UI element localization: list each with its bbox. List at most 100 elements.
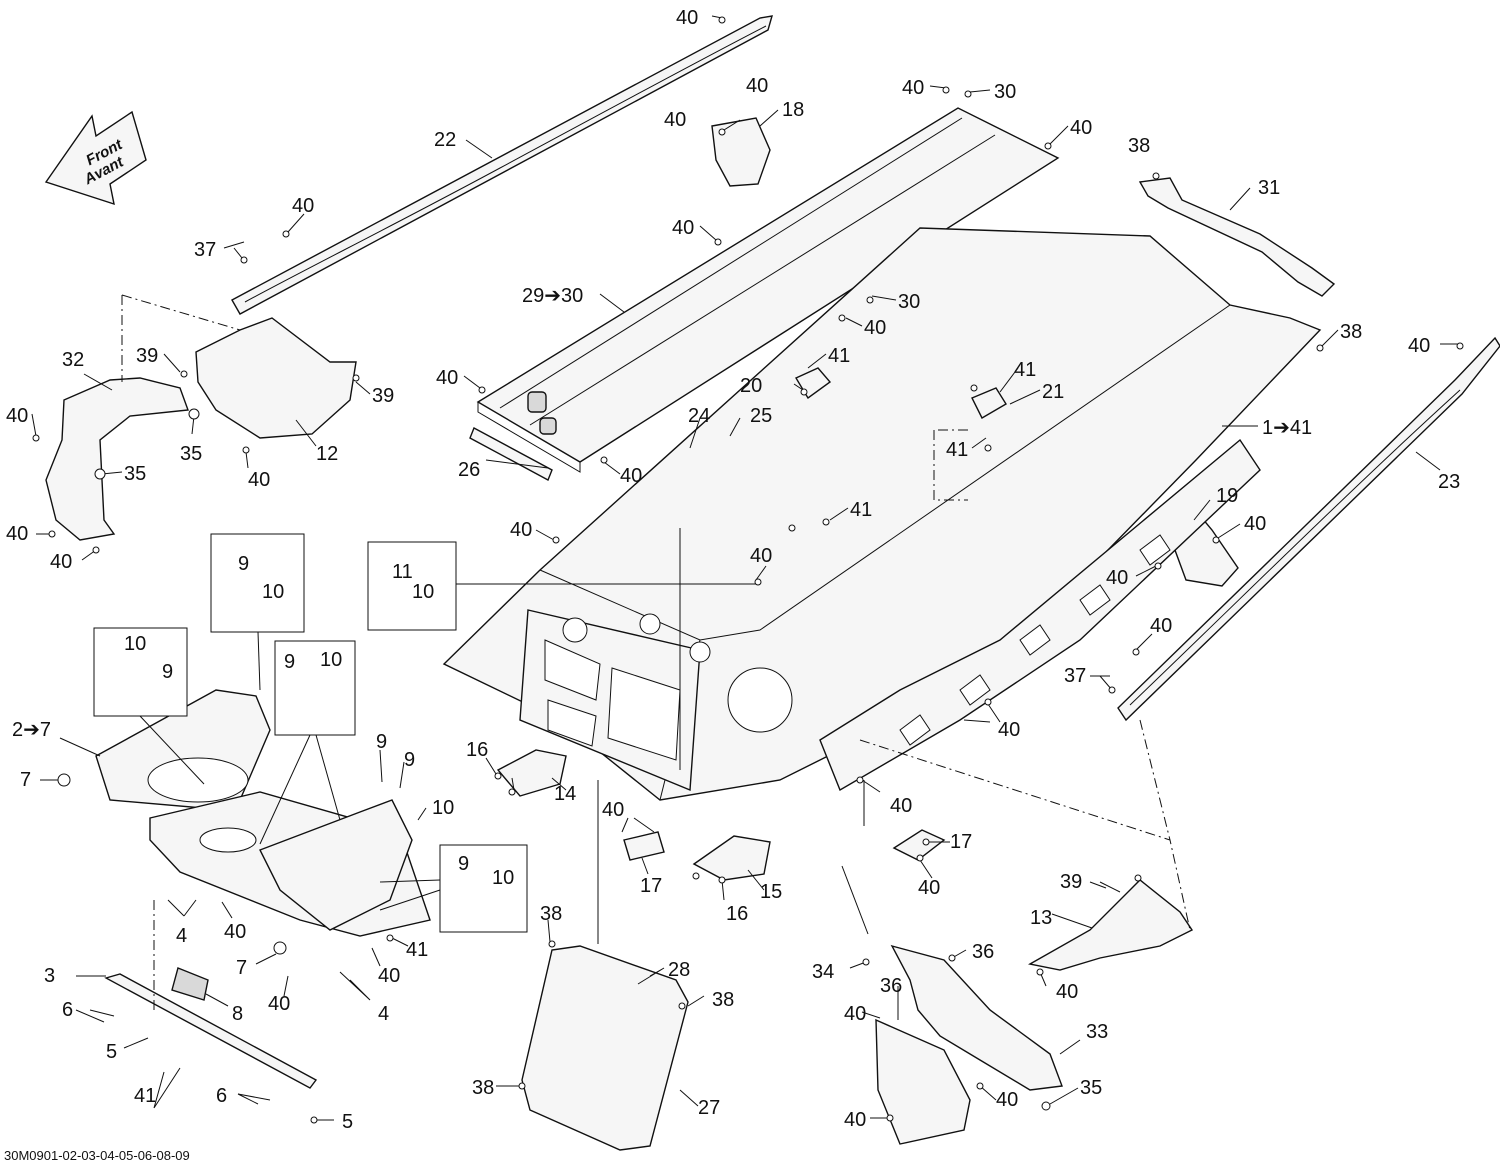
callout-6: 6: [216, 1085, 227, 1107]
callout-18: 18: [782, 99, 804, 121]
callout-8: 8: [232, 1003, 243, 1025]
hinge-21: [971, 387, 1007, 419]
callout-1-41: 1➔41: [1262, 417, 1312, 439]
kit-box-9-10-a: [210, 533, 305, 633]
callout-38: 38: [712, 989, 734, 1011]
tunnel-tray-29: [476, 107, 1060, 473]
bracket-32: [45, 377, 189, 541]
callout-40: 40: [224, 921, 246, 943]
callout-35: 35: [1080, 1077, 1102, 1099]
callout-40: 40: [1408, 335, 1430, 357]
callout-40: 40: [664, 109, 686, 131]
callout-40: 40: [436, 367, 458, 389]
kit-box-9-10-b: [93, 627, 188, 717]
callout-15: 15: [760, 881, 782, 903]
callout-27: 27: [698, 1097, 720, 1119]
kit-box-9-10-c: [274, 640, 356, 736]
callout-17: 17: [950, 831, 972, 853]
plate-15: [692, 835, 771, 881]
heat-exchanger-27: [521, 945, 689, 1151]
callout-40: 40: [902, 77, 924, 99]
callout-40: 40: [1070, 117, 1092, 139]
front-arrow-shape: [44, 110, 147, 206]
running-board-23: [1117, 336, 1500, 722]
callout-40: 40: [918, 877, 940, 899]
plate-14: [496, 749, 567, 797]
callout-29-30: 29➔30: [522, 285, 583, 307]
callout-11: 11: [392, 561, 413, 583]
callout-33: 33: [1086, 1021, 1108, 1043]
callout-40: 40: [248, 469, 270, 491]
callout-41: 41: [828, 345, 850, 367]
callout-40: 40: [998, 719, 1020, 741]
callout-10: 10: [262, 581, 284, 603]
callout-40: 40: [864, 317, 886, 339]
callout-41: 41: [134, 1085, 156, 1107]
callout-9: 9: [238, 553, 249, 575]
callout-40: 40: [890, 795, 912, 817]
callout-40: 40: [1244, 513, 1266, 535]
callout-3: 3: [44, 965, 55, 987]
callout-41: 41: [406, 939, 428, 961]
callout-2-7: 2➔7: [12, 719, 51, 741]
callout-40: 40: [844, 1003, 866, 1025]
callout-9: 9: [458, 853, 469, 875]
callout-14: 14: [554, 783, 576, 805]
callout-38: 38: [1340, 321, 1362, 343]
callout-9: 9: [376, 731, 387, 753]
leader-lines: [31, 15, 1460, 1121]
bumper-3: [104, 973, 318, 1089]
callout-40: 40: [6, 405, 28, 427]
callout-10: 10: [412, 581, 434, 603]
callout-20: 20: [740, 375, 762, 397]
tunnel-1: [442, 227, 1322, 801]
callout-36: 36: [972, 941, 994, 963]
alignment-lines: [121, 294, 1191, 1010]
callout-41: 41: [1014, 359, 1036, 381]
callout-36: 36: [880, 975, 902, 997]
callout-40: 40: [510, 519, 532, 541]
callout-26: 26: [458, 459, 480, 481]
bracket-33: [875, 944, 1063, 1145]
callout-5: 5: [106, 1041, 117, 1063]
callout-10: 10: [124, 633, 146, 655]
callout-labels: 40 40 40 18 40 30 40 38 31 22 37 40 40 2…: [6, 7, 1460, 1133]
callout-40: 40: [750, 545, 772, 567]
callout-40: 40: [6, 523, 28, 545]
callout-40: 40: [746, 75, 768, 97]
plate-17b: [892, 829, 946, 861]
callout-7: 7: [236, 957, 247, 979]
callout-39: 39: [372, 385, 394, 407]
shield-12: [195, 317, 357, 439]
callout-6: 6: [62, 999, 73, 1021]
callout-35: 35: [180, 443, 202, 465]
callout-10: 10: [320, 649, 342, 671]
callout-30: 30: [898, 291, 920, 313]
callout-40: 40: [50, 551, 72, 573]
callout-40: 40: [268, 993, 290, 1015]
kit-box-11-10: [367, 541, 457, 631]
callout-21: 21: [1042, 381, 1064, 403]
callout-10: 10: [492, 867, 514, 889]
callout-4: 4: [378, 1003, 389, 1025]
callout-32: 32: [62, 349, 84, 371]
callout-12: 12: [316, 443, 338, 465]
callout-24: 24: [688, 405, 710, 427]
callout-13: 13: [1030, 907, 1052, 929]
callout-17: 17: [640, 875, 662, 897]
plate-8: [171, 967, 209, 1001]
callout-4: 4: [176, 925, 187, 947]
callout-41: 41: [946, 439, 968, 461]
callout-39: 39: [1060, 871, 1082, 893]
front-direction-arrow: Front Avant: [44, 110, 147, 206]
callout-40: 40: [844, 1109, 866, 1131]
kit-box-9-10-d: [439, 844, 528, 933]
callout-34: 34: [812, 961, 834, 983]
callout-7: 7: [20, 769, 31, 791]
front-frame-2: [95, 689, 431, 937]
callout-35: 35: [124, 463, 146, 485]
callout-40: 40: [1056, 981, 1078, 1003]
fasteners: [32, 16, 1464, 1124]
callout-40: 40: [602, 799, 624, 821]
callout-40: 40: [1106, 567, 1128, 589]
